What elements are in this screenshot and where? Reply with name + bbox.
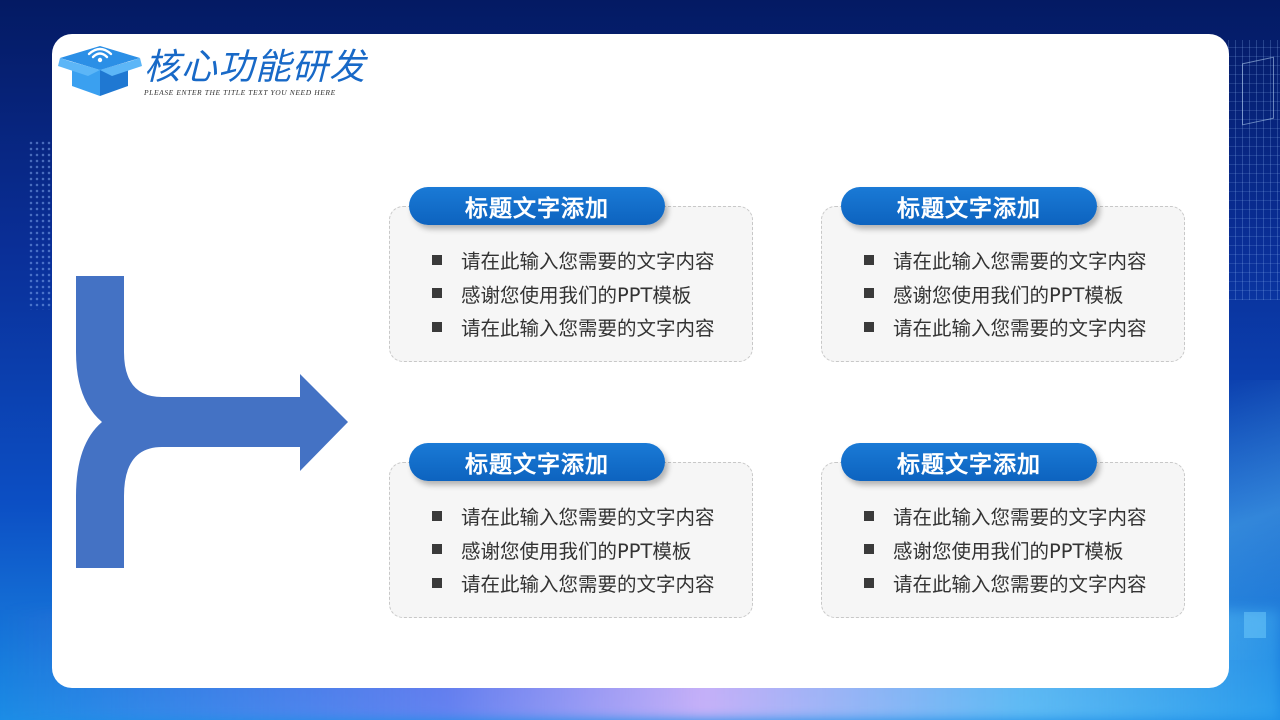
feature-box-3 (389, 462, 753, 618)
background-building-outline (1242, 56, 1274, 126)
box-wifi-icon (58, 46, 142, 96)
feature-title-3: 标题文字添加 (409, 443, 665, 481)
square-bullet-icon (864, 577, 874, 588)
list-item-text: 请在此输入您需要的文字内容 (461, 506, 715, 530)
list-item: 感谢您使用我们的PPT模板 (432, 533, 715, 567)
feature-title-4: 标题文字添加 (841, 443, 1097, 481)
list-item-text: 感谢您使用我们的PPT模板 (893, 539, 1124, 563)
square-bullet-icon (864, 321, 874, 332)
square-bullet-icon (432, 254, 442, 265)
feature-list-1: 请在此输入您需要的文字内容 感谢您使用我们的PPT模板 请在此输入您需要的文字内… (432, 243, 715, 344)
list-item: 请在此输入您需要的文字内容 (432, 566, 715, 600)
list-item-text: 感谢您使用我们的PPT模板 (461, 283, 692, 307)
list-item-text: 请在此输入您需要的文字内容 (461, 317, 715, 341)
square-bullet-icon (864, 254, 874, 265)
list-item-text: 请在此输入您需要的文字内容 (461, 250, 715, 274)
list-item-text: 请在此输入您需要的文字内容 (893, 317, 1147, 341)
list-item-text: 感谢您使用我们的PPT模板 (461, 539, 692, 563)
background-square (1244, 612, 1266, 638)
background-city-lines (1228, 40, 1280, 300)
list-item: 请在此输入您需要的文字内容 (864, 310, 1147, 344)
feature-box-4 (821, 462, 1185, 618)
list-item-text: 请在此输入您需要的文字内容 (893, 573, 1147, 597)
list-item-text: 请在此输入您需要的文字内容 (461, 573, 715, 597)
list-item: 请在此输入您需要的文字内容 (864, 243, 1147, 277)
background-dot-map (28, 140, 54, 310)
square-bullet-icon (432, 321, 442, 332)
square-bullet-icon (864, 544, 874, 555)
list-item: 感谢您使用我们的PPT模板 (432, 277, 715, 311)
square-bullet-icon (432, 577, 442, 588)
feature-title-2: 标题文字添加 (841, 187, 1097, 225)
square-bullet-icon (432, 510, 442, 521)
feature-list-3: 请在此输入您需要的文字内容 感谢您使用我们的PPT模板 请在此输入您需要的文字内… (432, 499, 715, 600)
feature-box-2 (821, 206, 1185, 362)
list-item: 感谢您使用我们的PPT模板 (864, 533, 1147, 567)
list-item-text: 请在此输入您需要的文字内容 (893, 250, 1147, 274)
list-item: 感谢您使用我们的PPT模板 (864, 277, 1147, 311)
square-bullet-icon (864, 288, 874, 299)
feature-title-1: 标题文字添加 (409, 187, 665, 225)
feature-list-2: 请在此输入您需要的文字内容 感谢您使用我们的PPT模板 请在此输入您需要的文字内… (864, 243, 1147, 344)
list-item: 请在此输入您需要的文字内容 (864, 499, 1147, 533)
list-item: 请在此输入您需要的文字内容 (864, 566, 1147, 600)
feature-box-1 (389, 206, 753, 362)
square-bullet-icon (864, 510, 874, 521)
list-item-text: 请在此输入您需要的文字内容 (893, 506, 1147, 530)
feature-list-4: 请在此输入您需要的文字内容 感谢您使用我们的PPT模板 请在此输入您需要的文字内… (864, 499, 1147, 600)
list-item: 请在此输入您需要的文字内容 (432, 310, 715, 344)
square-bullet-icon (432, 288, 442, 299)
square-bullet-icon (432, 544, 442, 555)
background-light-beam (1220, 380, 1280, 660)
list-item-text: 感谢您使用我们的PPT模板 (893, 283, 1124, 307)
merge-arrow-icon (76, 276, 348, 568)
list-item: 请在此输入您需要的文字内容 (432, 243, 715, 277)
list-item: 请在此输入您需要的文字内容 (432, 499, 715, 533)
page-subtitle: PLEASE ENTER THE TITLE TEXT YOU NEED HER… (144, 88, 336, 97)
page-title: 核心功能研发 (144, 46, 367, 87)
